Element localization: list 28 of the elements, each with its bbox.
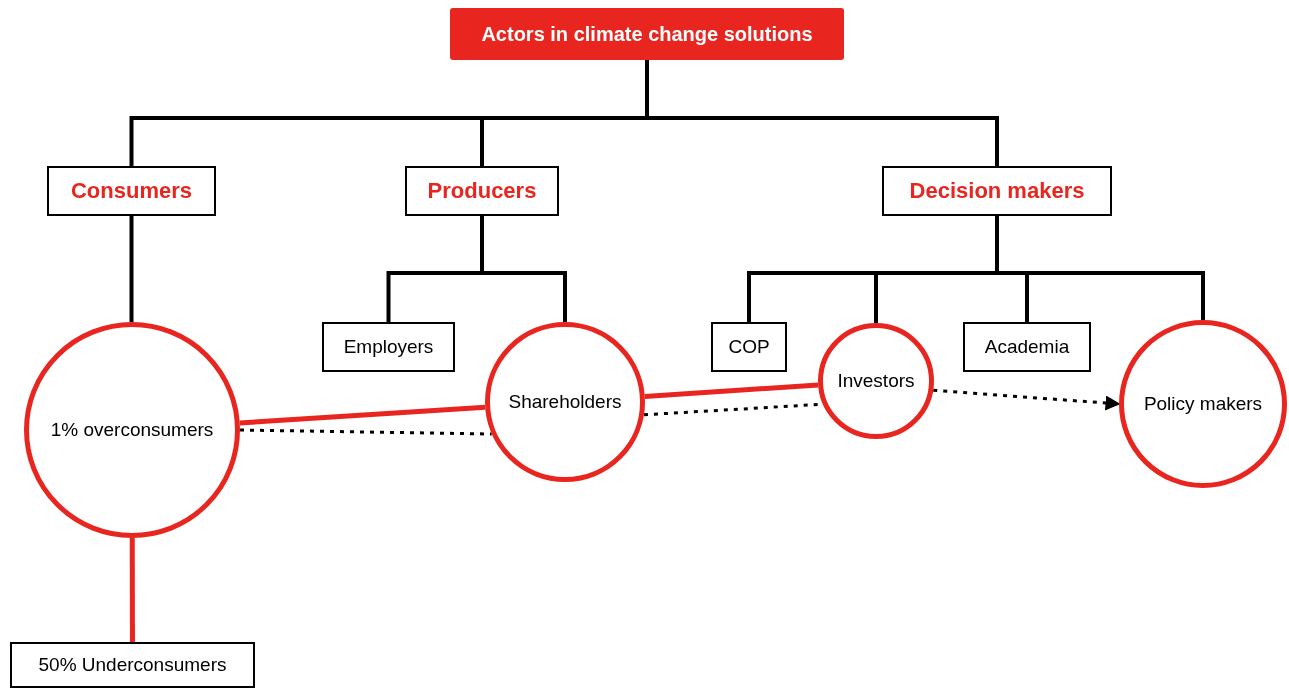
node-label: Investors (836, 370, 916, 392)
node-label: COP (727, 336, 771, 358)
connector-line (995, 216, 1205, 320)
node-label: Academia (983, 336, 1071, 358)
title-box (450, 8, 844, 60)
actor-box (10, 642, 255, 688)
node-label: 1% overconsumers (49, 419, 215, 441)
node-label: Policy makers (1142, 393, 1264, 415)
actor-box (711, 322, 787, 372)
actor-box (963, 322, 1091, 372)
node-label: Shareholders (507, 391, 623, 413)
category-box (47, 166, 216, 216)
node-label: Producers (426, 178, 538, 204)
node-label: 50% Underconsumers (37, 654, 228, 676)
node-label: Employers (342, 336, 435, 358)
connector-line (645, 60, 999, 166)
connector-line (644, 382, 819, 400)
category-box (405, 166, 559, 216)
node-label: Decision makers (908, 178, 1086, 204)
connector-line (239, 404, 486, 426)
connector-line (129, 538, 135, 642)
connector-line (480, 216, 567, 322)
actor-box (322, 322, 455, 372)
category-box (882, 166, 1112, 216)
node-label: Consumers (69, 178, 193, 204)
node-label: Actors in climate change solutions (480, 22, 814, 46)
dotted-arrow (933, 388, 1121, 411)
connector-line (129, 216, 134, 322)
